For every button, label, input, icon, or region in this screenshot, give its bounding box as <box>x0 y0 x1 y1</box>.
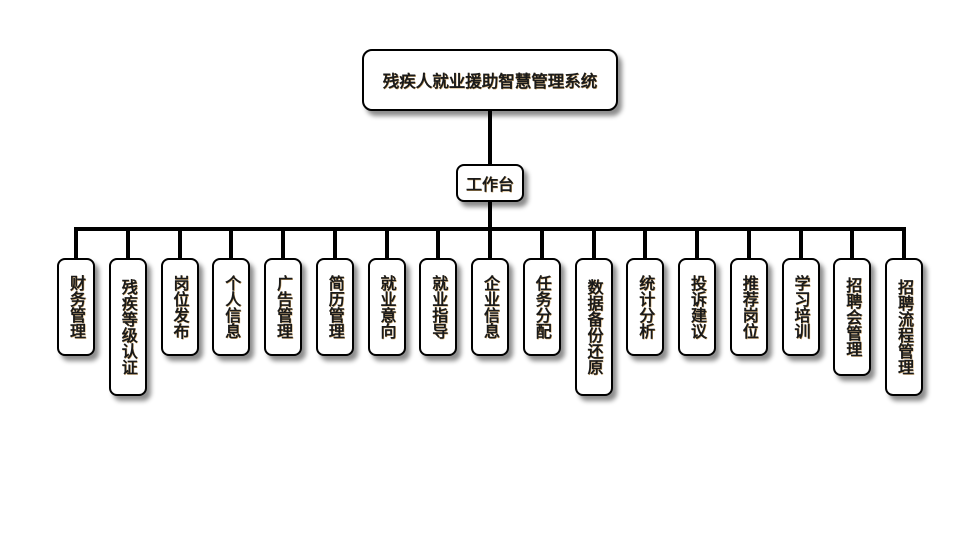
module-node: 个人信息 <box>212 258 251 356</box>
module-label: 广告管理 <box>274 275 293 339</box>
module-connector <box>539 229 544 259</box>
module-node: 就业意向 <box>367 258 406 356</box>
module-node: 投诉建议 <box>678 258 716 356</box>
module-node: 企业信息 <box>471 258 509 356</box>
module-label: 投诉建议 <box>688 275 707 339</box>
module-node: 简历管理 <box>315 258 354 356</box>
module-label: 招聘会管理 <box>843 277 863 357</box>
module-node: 招聘会管理 <box>833 258 872 376</box>
module-label: 任务分配 <box>532 275 552 339</box>
module-label: 数据备份还原 <box>584 279 604 375</box>
module-connector <box>384 229 389 259</box>
module-node: 广告管理 <box>264 258 302 356</box>
module-connector <box>591 229 596 259</box>
module-connector <box>436 229 441 259</box>
module-node: 招聘流程管理 <box>885 258 923 396</box>
module-label: 企业信息 <box>481 275 500 339</box>
module-label: 就业指导 <box>429 275 449 339</box>
module-connector <box>746 229 751 259</box>
module-label: 就业意向 <box>377 275 397 339</box>
module-node: 就业指导 <box>419 258 458 356</box>
module-node: 任务分配 <box>522 258 561 356</box>
module-label: 招聘流程管理 <box>895 279 914 375</box>
module-node: 残疾等级认证 <box>108 258 147 396</box>
module-label: 个人信息 <box>222 275 242 339</box>
module-node: 岗位发布 <box>160 258 199 356</box>
module-connector <box>695 229 699 259</box>
module-connector <box>281 229 285 259</box>
module-label: 学习培训 <box>791 275 811 339</box>
module-connector <box>177 229 182 259</box>
module-connector <box>488 229 492 259</box>
module-label: 财务管理 <box>67 275 86 339</box>
module-connector <box>74 229 78 259</box>
module-node: 财务管理 <box>57 258 95 356</box>
module-connector <box>902 229 906 259</box>
module-label: 简历管理 <box>325 275 345 339</box>
module-node: 统计分析 <box>626 258 665 356</box>
module-node: 学习培训 <box>781 258 820 356</box>
root-to-hub-connector <box>488 111 492 164</box>
module-connector <box>229 229 234 259</box>
hub-to-bus-connector <box>488 202 492 231</box>
module-label: 统计分析 <box>636 275 656 339</box>
root-label: 残疾人就业援助智慧管理系统 <box>382 72 598 91</box>
hub-node-workbench: 工作台 <box>456 164 524 202</box>
module-label: 岗位发布 <box>170 275 190 339</box>
module-node: 推荐岗位 <box>729 258 768 356</box>
module-connector <box>125 229 130 259</box>
module-label: 推荐岗位 <box>739 275 759 339</box>
module-connector <box>332 229 337 259</box>
hub-label: 工作台 <box>465 175 514 194</box>
module-node: 数据备份还原 <box>574 258 613 396</box>
module-label: 残疾等级认证 <box>118 279 138 375</box>
root-node-system-title: 残疾人就业援助智慧管理系统 <box>362 49 618 111</box>
module-connector <box>850 229 855 259</box>
module-connector <box>643 229 648 259</box>
module-connector <box>798 229 803 259</box>
